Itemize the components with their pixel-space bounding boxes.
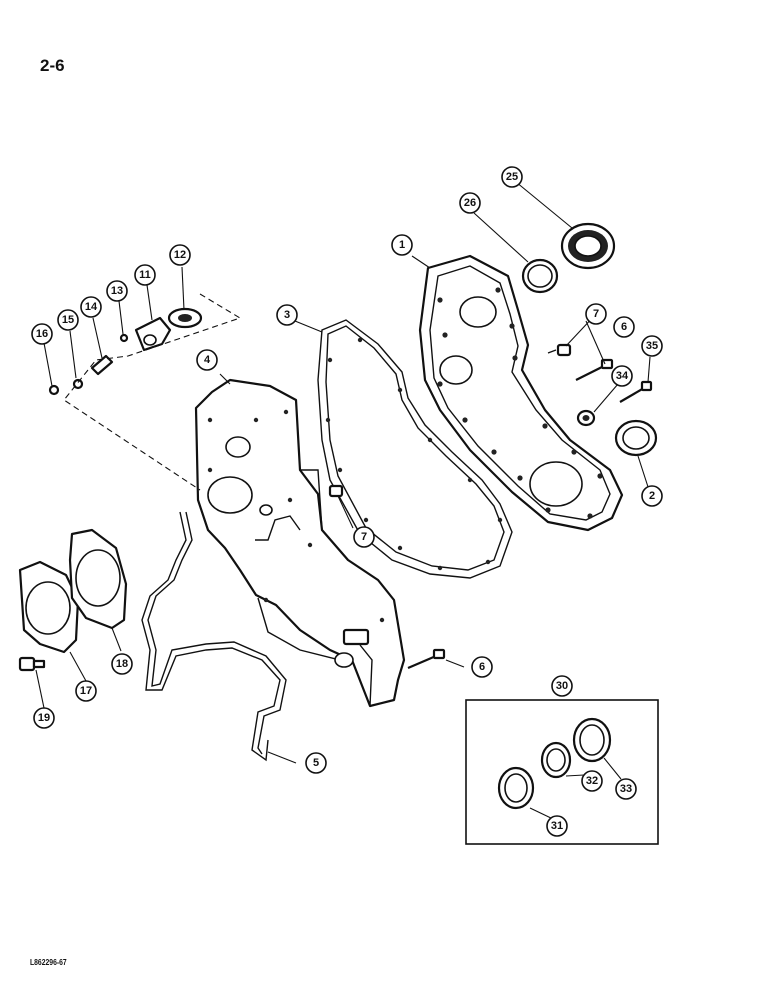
svg-text:30: 30	[556, 680, 568, 692]
capscrew-part-7-upper	[547, 343, 572, 357]
washer-part-16	[48, 384, 60, 396]
callout-13: 13	[106, 280, 128, 302]
svg-text:6: 6	[621, 321, 627, 333]
svg-text:35: 35	[646, 340, 658, 352]
callout-6-upper: 6	[613, 316, 635, 338]
callout-7-upper: 7	[585, 303, 607, 325]
seal-part-33	[572, 717, 612, 763]
callout-30: 30	[551, 675, 573, 697]
svg-text:6: 6	[479, 661, 485, 673]
svg-text:15: 15	[62, 314, 74, 326]
leader-lines	[35, 181, 651, 820]
seal-part-2	[614, 419, 658, 457]
svg-text:19: 19	[38, 712, 50, 724]
callout-1: 1	[391, 234, 413, 256]
callout-14: 14	[80, 296, 102, 318]
svg-text:14: 14	[85, 301, 98, 313]
callout-17: 17	[75, 680, 97, 702]
svg-text:18: 18	[116, 658, 128, 670]
svg-text:11: 11	[139, 269, 151, 281]
svg-text:32: 32	[586, 775, 598, 787]
oring-part-15	[72, 378, 84, 390]
svg-text:25: 25	[506, 171, 518, 183]
svg-text:13: 13	[111, 285, 123, 297]
callout-16: 16	[31, 323, 53, 345]
drawing-code: L862296-67	[30, 958, 67, 967]
housing-part-11	[134, 316, 172, 352]
svg-text:1: 1	[399, 239, 405, 251]
callout-11: 11	[134, 264, 156, 286]
capscrew-part-6-upper	[575, 358, 614, 381]
callout-7-lower: 7	[353, 526, 375, 548]
callout-15: 15	[57, 309, 79, 331]
svg-text:4: 4	[204, 354, 211, 366]
svg-text:2: 2	[649, 490, 655, 502]
sleeve-part-32	[540, 741, 572, 779]
callout-32: 32	[581, 770, 603, 792]
seal-part-31	[497, 766, 535, 810]
callout-34: 34	[611, 365, 633, 387]
callout-26: 26	[459, 192, 481, 214]
svg-text:3: 3	[284, 309, 290, 321]
callout-4: 4	[196, 349, 218, 371]
svg-text:5: 5	[313, 757, 319, 769]
callout-19: 19	[33, 707, 55, 729]
callout-2: 2	[641, 485, 663, 507]
svg-text:16: 16	[36, 328, 48, 340]
gasket-part-3	[317, 319, 513, 579]
svg-text:7: 7	[593, 308, 599, 320]
seal-kit-box-30	[465, 699, 659, 845]
callout-31: 31	[546, 815, 568, 837]
callout-12: 12	[169, 244, 191, 266]
callout-18: 18	[111, 653, 133, 675]
svg-text:12: 12	[174, 249, 186, 261]
ring-part-26	[521, 258, 559, 294]
svg-text:7: 7	[361, 531, 367, 543]
svg-text:26: 26	[464, 197, 476, 209]
svg-text:31: 31	[551, 820, 563, 832]
dashed-assembly-line	[63, 293, 242, 491]
capscrew-part-19	[18, 656, 46, 672]
callout-3: 3	[276, 304, 298, 326]
plate-part-17	[18, 560, 80, 654]
capscrew-part-35	[619, 380, 653, 403]
svg-text:34: 34	[616, 370, 629, 382]
callout-6-lower: 6	[471, 656, 493, 678]
callout-25: 25	[501, 166, 523, 188]
seal-part-25	[560, 222, 616, 270]
capscrew-part-7-lower	[328, 484, 344, 498]
fitting-part-14	[90, 354, 114, 376]
callout-5: 5	[305, 752, 327, 774]
plug-part-34	[576, 409, 596, 427]
svg-text:17: 17	[80, 685, 92, 697]
gear-housing-part-4	[194, 378, 406, 708]
cover-plate-part-12	[167, 307, 203, 329]
gear-cover-part-1	[418, 254, 624, 532]
screw-part-13	[119, 333, 129, 343]
housing-gasket-part-5	[141, 511, 287, 762]
callout-35: 35	[641, 335, 663, 357]
capscrew-part-6-lower	[407, 648, 446, 670]
page-number: 2-6	[40, 56, 65, 75]
svg-text:33: 33	[620, 783, 632, 795]
callout-33: 33	[615, 778, 637, 800]
gasket-part-18	[68, 528, 128, 630]
